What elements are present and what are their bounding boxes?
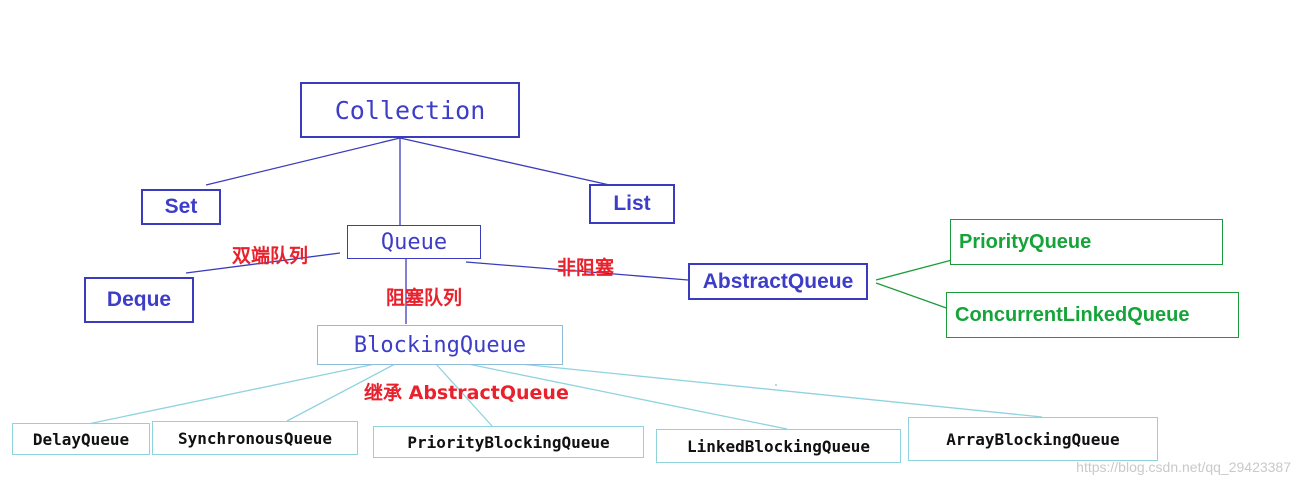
edge-bq-delay (87, 363, 376, 425)
node-deque: Deque (84, 277, 194, 323)
node-set-label: Set (164, 195, 198, 218)
node-priority-queue-label: PriorityQueue (959, 230, 1092, 253)
node-synchronous-queue-label: SynchronousQueue (177, 428, 333, 448)
edge-bq-linkedblocking (467, 363, 788, 430)
node-priority-blocking-queue-label: PriorityBlockingQueue (407, 432, 610, 452)
edge-bq-priorityblocking (435, 363, 493, 427)
edge-abstract-concurrent (875, 282, 953, 311)
node-linked-blocking-queue: LinkedBlockingQueue (656, 429, 901, 463)
node-queue-label: Queue (380, 229, 448, 255)
node-deque-label: Deque (106, 288, 172, 311)
node-delay-queue: DelayQueue (12, 423, 150, 455)
edge-queue-deque (185, 252, 341, 274)
node-delay-queue-label: DelayQueue (32, 429, 130, 449)
node-list-label: List (613, 192, 651, 215)
node-list: List (589, 184, 675, 224)
node-blocking-queue: BlockingQueue (317, 325, 563, 365)
node-array-blocking-queue-label: ArrayBlockingQueue (946, 429, 1120, 449)
edge-abstract-priority (875, 259, 953, 281)
edge-queue-abstractqueue (465, 261, 689, 281)
edge-label-non-blocking: 非阻塞 (557, 257, 615, 279)
node-queue: Queue (347, 225, 481, 259)
edge-bq-synchronous (286, 363, 396, 422)
edge-label-blocking: 阻塞队列 (386, 287, 463, 309)
node-set: Set (141, 189, 221, 225)
edge-collection-list (399, 137, 615, 187)
node-priority-blocking-queue: PriorityBlockingQueue (373, 426, 644, 458)
node-concurrent-linked-queue: ConcurrentLinkedQueue (946, 292, 1239, 338)
edge-label-inherit: 继承 AbstractQueue (364, 382, 569, 404)
watermark: https://blog.csdn.net/qq_29423387 (1076, 459, 1291, 475)
edge-collection-set (205, 137, 401, 186)
node-blocking-queue-label: BlockingQueue (353, 332, 527, 358)
edge-label-deque: 双端队列 (232, 245, 309, 267)
node-array-blocking-queue: ArrayBlockingQueue (908, 417, 1158, 461)
node-synchronous-queue: SynchronousQueue (152, 421, 358, 455)
node-abstract-queue: AbstractQueue (688, 263, 868, 300)
node-priority-queue: PriorityQueue (950, 219, 1223, 265)
node-concurrent-linked-queue-label: ConcurrentLinkedQueue (955, 303, 1190, 326)
edge-bq-arrayblocking (519, 363, 1043, 418)
node-linked-blocking-queue-label: LinkedBlockingQueue (686, 436, 871, 456)
node-abstract-queue-label: AbstractQueue (702, 269, 854, 293)
node-collection: Collection (300, 82, 520, 138)
node-collection-label: Collection (334, 95, 486, 125)
stray-dot (775, 384, 777, 386)
